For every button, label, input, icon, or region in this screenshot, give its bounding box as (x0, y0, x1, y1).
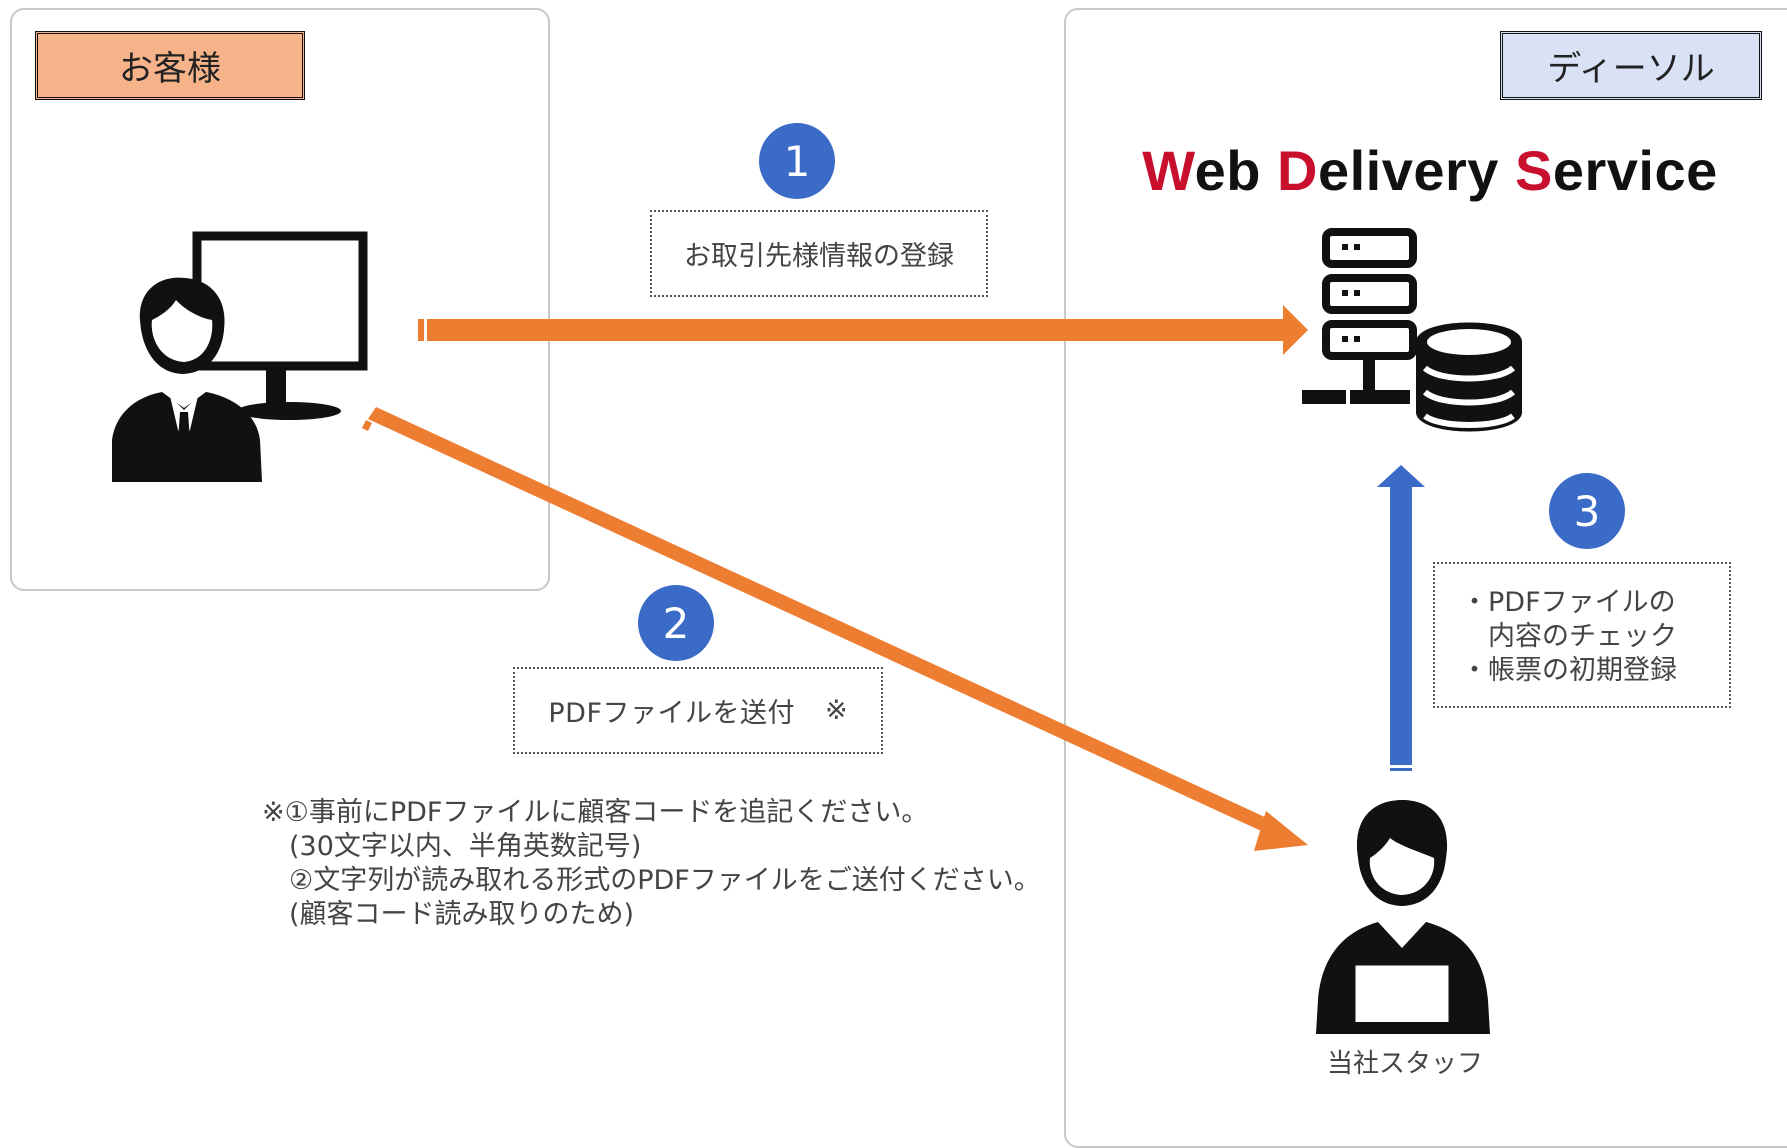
step-3-line-1: ・PDFファイルの (1461, 587, 1676, 618)
arrow-step-3 (1377, 465, 1425, 771)
step-3-badge: 3 (1549, 473, 1625, 549)
step-2-mark: ※ (824, 695, 848, 726)
company-tag-label: ディーソル (1547, 49, 1715, 89)
footnote-line-1: ※①事前にPDFファイルに顧客コードを追記ください。 (262, 797, 929, 828)
step-2-text: PDFファイルを送付 (548, 698, 795, 729)
step-3-line-3: ・帳票の初期登録 (1461, 655, 1677, 686)
person-at-computer-icon (112, 231, 368, 482)
footnote-line-3: ②文字列が読み取れる形式のPDFファイルをご送付ください。 (262, 865, 1041, 896)
step-3-number: 3 (1573, 486, 1601, 536)
step-2-note: PDFファイルを送付 ※ (513, 667, 883, 754)
service-title-ervice: ervice (1552, 139, 1718, 202)
step-3-note: ・PDFファイルの 内容のチェック ・帳票の初期登録 (1433, 562, 1731, 708)
step-3-line-2: 内容のチェック (1461, 621, 1677, 652)
customer-panel (10, 8, 550, 591)
step-1-number: 1 (783, 136, 811, 186)
server-database-icon (1302, 228, 1522, 432)
staff-label: 当社スタッフ (1326, 1049, 1483, 1079)
step-2-number: 2 (662, 598, 690, 648)
service-title-w: W (1142, 139, 1195, 202)
arrow-step-1 (418, 305, 1308, 355)
step-1-badge: 1 (759, 123, 835, 199)
customer-tag-label: お客様 (119, 49, 221, 89)
step-2-badge: 2 (638, 585, 714, 661)
arrow-step-2 (362, 407, 1308, 851)
service-title-s: S (1514, 139, 1553, 202)
service-title-elivery: elivery (1317, 139, 1515, 202)
service-title-d: D (1276, 139, 1318, 202)
footnote: ※①事前にPDFファイルに顧客コードを追記ください。 (30文字以内、半角英数記… (262, 796, 1041, 932)
service-title-eb: eb (1194, 139, 1277, 202)
staff-with-laptop-icon (1316, 800, 1490, 1034)
footnote-line-2: (30文字以内、半角英数記号) (262, 831, 642, 862)
service-title: Web Delivery Service (1080, 138, 1780, 203)
customer-tag: お客様 (35, 31, 305, 100)
step-1-note: お取引先様情報の登録 (650, 210, 988, 297)
step-1-text: お取引先様情報の登録 (684, 241, 954, 272)
footnote-line-4: (顧客コード読み取りのため) (262, 899, 635, 930)
company-tag: ディーソル (1500, 31, 1762, 100)
